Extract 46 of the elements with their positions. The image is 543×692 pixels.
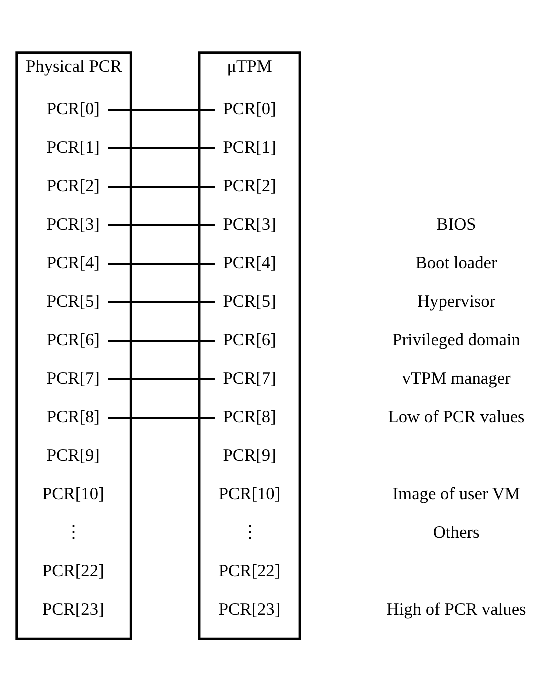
node-text: PCR[8] bbox=[223, 408, 276, 427]
node-text: PCR[7] bbox=[46, 369, 100, 388]
node-text: PCR[22] bbox=[218, 562, 281, 581]
node-text: PCR[7] bbox=[223, 369, 276, 388]
connector bbox=[108, 186, 215, 188]
node-text: PCR[23] bbox=[42, 600, 104, 620]
node-text: PCR[6] bbox=[223, 330, 276, 350]
label: Image of user VM bbox=[392, 484, 520, 504]
node-text: PCR[22] bbox=[42, 562, 104, 581]
node-text: ⋮ bbox=[64, 523, 82, 542]
node-text: PCR[1] bbox=[46, 138, 100, 158]
label: Hypervisor bbox=[417, 292, 496, 312]
label: vTPM manager bbox=[402, 369, 511, 388]
connector bbox=[108, 148, 215, 150]
node-text: PCR[9] bbox=[223, 446, 276, 466]
node-text: PCR[10] bbox=[218, 484, 281, 504]
node-text: PCR[0] bbox=[46, 100, 100, 119]
label: Low of PCR values bbox=[388, 408, 525, 427]
connector bbox=[108, 302, 215, 304]
connector bbox=[108, 378, 215, 381]
connector bbox=[108, 340, 215, 342]
label: Boot loader bbox=[416, 254, 498, 273]
connector bbox=[108, 109, 215, 112]
node-text: PCR[3] bbox=[223, 215, 276, 234]
label: High of PCR values bbox=[386, 600, 526, 620]
node-text: PCR[1] bbox=[223, 138, 276, 158]
connector bbox=[108, 417, 215, 420]
node-text: PCR[4] bbox=[223, 254, 276, 273]
node-text: ⋮ bbox=[241, 523, 258, 542]
node-text: PCR[23] bbox=[218, 600, 281, 620]
node-text: PCR[0] bbox=[223, 100, 276, 119]
node-text: PCR[9] bbox=[46, 446, 100, 466]
node-text: PCR[3] bbox=[46, 215, 100, 234]
label: Others bbox=[433, 523, 480, 542]
node-text: PCR[10] bbox=[42, 484, 104, 504]
node-text: PCR[5] bbox=[223, 292, 276, 312]
connector bbox=[108, 263, 215, 266]
node-text: PCR[6] bbox=[46, 330, 100, 350]
node-text: PCR[2] bbox=[46, 176, 100, 196]
node-text: PCR[2] bbox=[223, 176, 276, 196]
node-text: PCR[5] bbox=[46, 292, 100, 312]
label: BIOS bbox=[436, 215, 476, 234]
node-text: PCR[4] bbox=[46, 254, 100, 273]
label: Privileged domain bbox=[392, 330, 520, 350]
connector bbox=[108, 224, 215, 227]
node-text: PCR[8] bbox=[46, 408, 100, 427]
